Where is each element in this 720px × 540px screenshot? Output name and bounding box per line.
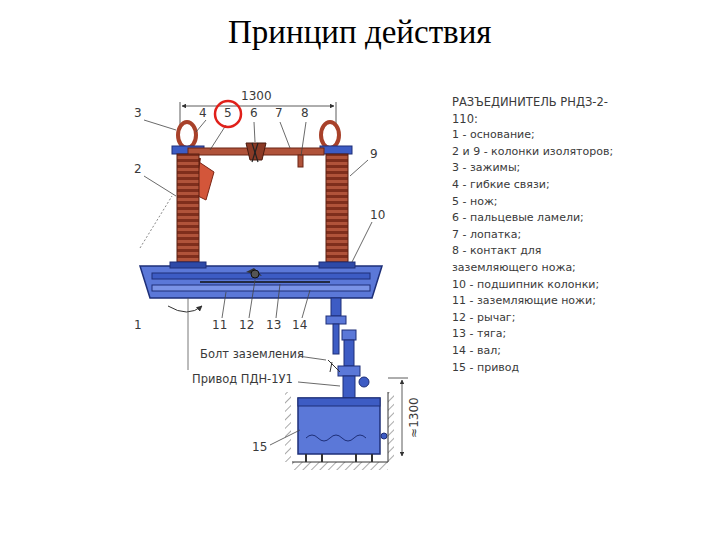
parts-list-item: 4 - гибкие связи; [452,177,630,194]
callout-number: 3 [134,107,142,120]
parts-list-item: 5 - нож; [452,194,630,211]
slide-title: Принцип действия [228,14,491,50]
parts-list-item: 10 - подшипник колонки; [452,277,630,294]
parts-list-item: 2 и 9 - колонки изоляторов; [452,144,630,161]
parts-list-item: 8 - контакт для заземляющего ножа; [452,243,630,276]
callout-number: 13 [266,319,281,332]
parts-list-item: 13 - тяга; [452,326,630,343]
parts-list-item: 1 - основание; [452,127,630,144]
callout-number: 5 [224,107,232,120]
parts-list-item: 12 - рычаг; [452,310,630,327]
callout-number: 11 [212,319,227,332]
dimension: ≈1300 [408,397,421,438]
dimension: 1300 [241,90,272,103]
parts-list-item: 3 - зажимы; [452,160,630,177]
parts-list-item: 6 - пальцевые ламели; [452,210,630,227]
callout-number: 12 [239,319,254,332]
callout-number: 7 [275,107,283,120]
callout-number: 2 [134,163,142,176]
callout-number: 9 [370,148,378,161]
parts-list: РАЗЪЕДИНИТЕЛЬ РНДЗ-2-110:1 - основание;2… [452,94,630,376]
callout-number: 10 [370,209,385,222]
part-label: Болт заземления [200,348,304,361]
parts-list-item: 7 - лопатка; [452,227,630,244]
parts-list-item: 14 - вал; [452,343,630,360]
callout-number: 1 [134,319,142,332]
parts-list-item: 11 - заземляющие ножи; [452,293,630,310]
part-label: Привод ПДН-1У1 [192,373,293,386]
callout-number: 15 [252,441,267,454]
callout-number: 14 [292,319,307,332]
callout-number: 6 [250,107,258,120]
parts-list-item: 15 - привод [452,360,630,377]
parts-list-heading: РАЗЪЕДИНИТЕЛЬ РНДЗ-2-110: [452,94,630,127]
callout-number: 8 [301,107,309,120]
callout-number: 4 [199,107,207,120]
